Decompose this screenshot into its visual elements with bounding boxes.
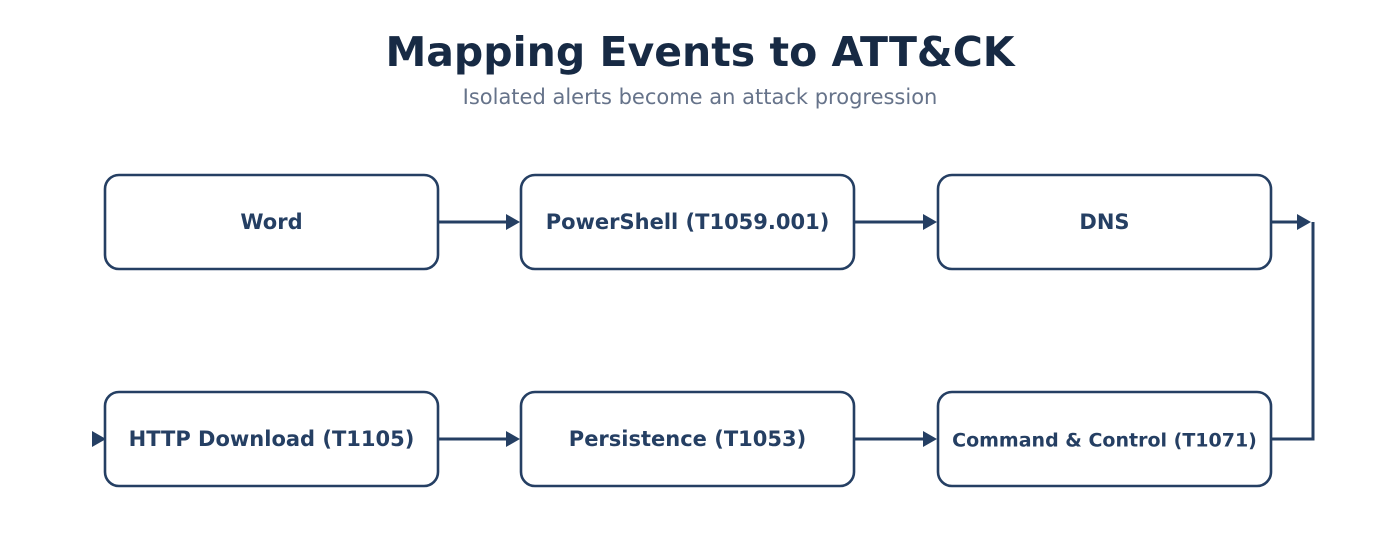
node-http-download-label: HTTP Download (T1105) xyxy=(129,427,415,451)
node-word: Word xyxy=(103,173,440,271)
page-subtitle: Isolated alerts become an attack progres… xyxy=(462,85,938,109)
node-command-control: Command & Control (T1071) xyxy=(936,390,1273,488)
page-title: Mapping Events to ATT&CK xyxy=(385,28,1015,76)
node-dns: DNS xyxy=(936,173,1273,271)
edge-dns-to-command-control xyxy=(1271,214,1315,441)
node-persistence-label: Persistence (T1053) xyxy=(569,427,806,451)
edge-powershell-to-dns xyxy=(855,214,937,230)
edge-word-to-powershell xyxy=(438,214,520,230)
node-powershell-label: PowerShell (T1059.001) xyxy=(546,210,830,234)
node-http-download: HTTP Download (T1105) xyxy=(103,390,440,488)
node-word-label: Word xyxy=(240,210,302,234)
edge-persistence-to-command-control xyxy=(855,431,937,447)
edge-http-download-to-persistence xyxy=(438,431,520,447)
node-dns-label: DNS xyxy=(1079,210,1129,234)
node-command-control-label: Command & Control (T1071) xyxy=(952,430,1257,452)
node-powershell: PowerShell (T1059.001) xyxy=(519,173,856,271)
node-persistence: Persistence (T1053) xyxy=(519,390,856,488)
edge-entry-to-http-download xyxy=(92,431,106,447)
